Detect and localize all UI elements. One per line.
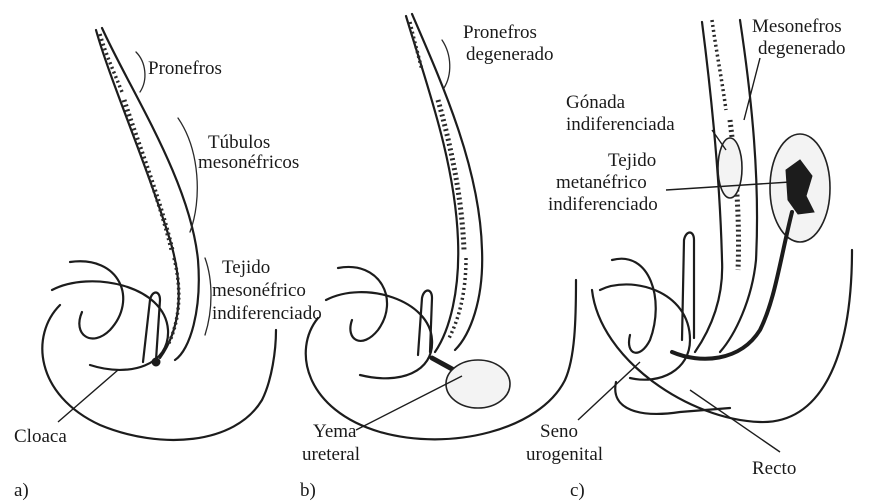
label-c-tejido-3: indiferenciado	[548, 194, 658, 215]
panel-c-gonad	[718, 138, 742, 198]
panel-b-yema-leader	[356, 376, 462, 430]
label-c-mesonefros-2: degenerado	[758, 38, 846, 59]
label-b-yema-1: Yema	[313, 421, 357, 442]
panel-a-cloaca-outer	[52, 281, 168, 370]
label-c-gonada-2: indiferenciada	[566, 114, 675, 135]
panel-b-bracket-pronefros	[442, 40, 450, 88]
panel-a-cloaca-leader	[58, 370, 118, 422]
label-c-gonada-1: Gónada	[566, 92, 626, 113]
label-a-tejido-2: mesonéfrico	[212, 280, 306, 301]
panel-b-stalk	[418, 291, 432, 356]
panel-b-cloaca-outer	[326, 292, 432, 378]
label-c-seno-2: urogenital	[526, 444, 603, 465]
panel-a-stalk	[143, 293, 160, 363]
panel-a-nephric-duct	[96, 30, 179, 358]
panel-c-drawing	[578, 20, 852, 452]
label-a-tejido-1: Tejido	[222, 257, 270, 278]
panel-a-cloaca-fold	[70, 261, 123, 338]
label-a-cloaca: Cloaca	[14, 426, 67, 447]
label-a-tubulos-2: mesonéfricos	[198, 152, 299, 173]
panel-b-label: b)	[300, 480, 316, 501]
panel-c-meso-beads-top	[712, 20, 726, 110]
panel-b-ureteric-bud	[446, 360, 510, 408]
panel-a-duct-end	[152, 358, 160, 366]
label-b-pronefros-2: degenerado	[466, 44, 554, 65]
panel-a-drawing	[42, 28, 276, 440]
label-c-seno-1: Seno	[540, 421, 578, 442]
panel-c-sinus-fold	[612, 259, 656, 353]
label-b-pronefros-1: Pronefros	[463, 22, 537, 43]
label-a-tubulos-1: Túbulos	[208, 132, 270, 153]
panel-c-label: c)	[570, 480, 585, 501]
panel-b-cloaca-fold	[338, 267, 387, 341]
panel-b-drawing	[306, 14, 576, 439]
label-c-recto: Recto	[752, 458, 796, 479]
label-a-pronefros: Pronefros	[148, 58, 222, 79]
panel-c-sinus-outer	[600, 284, 690, 379]
panel-a-bracket-pronefros	[136, 52, 145, 92]
label-b-yema-2: ureteral	[302, 444, 360, 465]
label-c-mesonefros-1: Mesonefros	[752, 16, 842, 37]
panel-c-lower-outline	[615, 382, 730, 414]
label-c-tejido-2: metanéfrico	[556, 172, 647, 193]
panel-c-seno-leader	[578, 362, 640, 420]
panel-a-label: a)	[14, 480, 29, 501]
label-c-tejido-1: Tejido	[608, 150, 656, 171]
label-a-tejido-3: indiferenciado	[212, 303, 322, 324]
panel-b-body-outline	[306, 280, 576, 439]
panel-a-bracket-tejido	[205, 258, 211, 335]
